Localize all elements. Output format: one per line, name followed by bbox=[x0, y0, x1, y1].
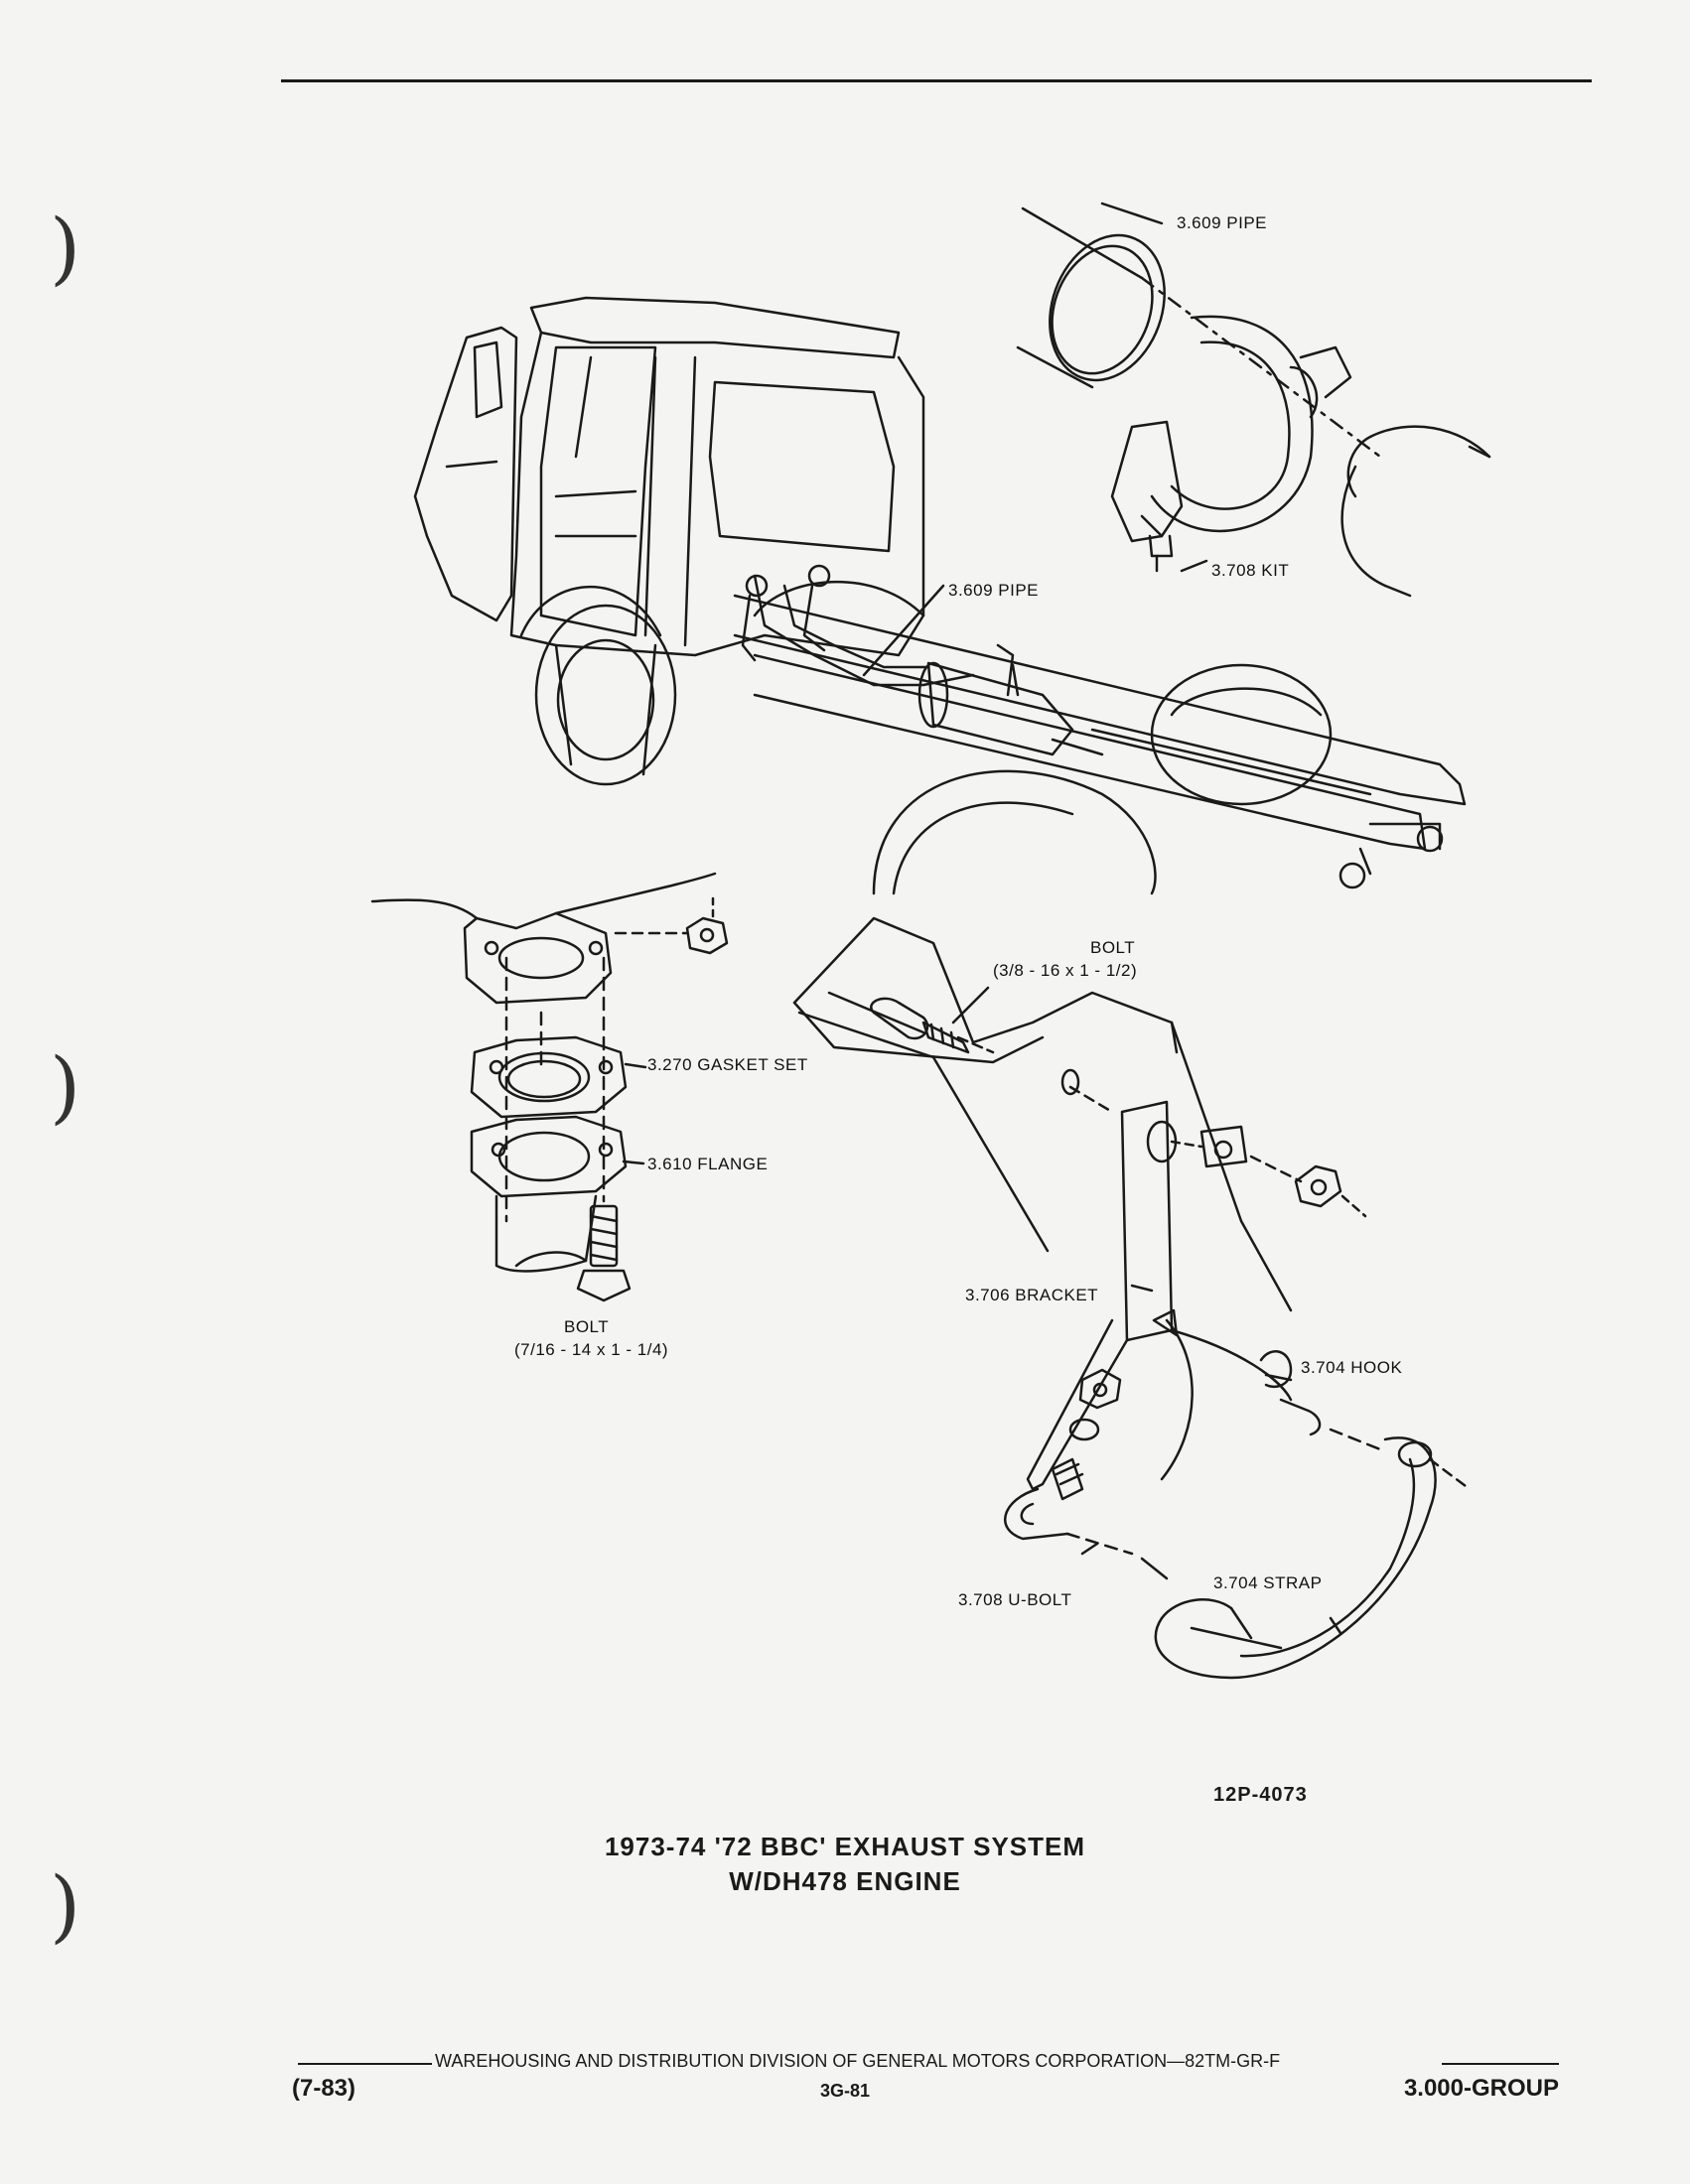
label-bolt-right-title: BOLT bbox=[1090, 938, 1136, 957]
caption-line-1: 1973-74 '72 BBC' EXHAUST SYSTEM bbox=[604, 1832, 1086, 1861]
footer-rule-left bbox=[298, 2063, 432, 2065]
label-kit: 3.708 KIT bbox=[1211, 561, 1290, 580]
gasket-flange-drawing bbox=[370, 872, 729, 1302]
label-ubolt: 3.708 U-BOLT bbox=[958, 1590, 1072, 1609]
footer-revision-date: (7-83) bbox=[292, 2075, 356, 2102]
label-flange: 3.610 FLANGE bbox=[647, 1155, 769, 1173]
label-gasket-set: 3.270 GASKET SET bbox=[647, 1055, 808, 1074]
binder-hole-mark-3: ) bbox=[50, 1859, 81, 1952]
label-bolt-right-size: (3/8 - 16 x 1 - 1/2) bbox=[993, 961, 1138, 980]
clamp-kit-drawing bbox=[1016, 202, 1491, 598]
bracket-strap-drawing bbox=[792, 916, 1472, 1680]
binder-hole-mark-1: ) bbox=[50, 202, 81, 294]
label-bolt-left-size: (7/16 - 14 x 1 - 1/4) bbox=[514, 1340, 669, 1359]
footer-group-number: 3.000-GROUP bbox=[1403, 2075, 1559, 2102]
footer-rule-right bbox=[1442, 2063, 1559, 2065]
label-strap: 3.704 STRAP bbox=[1213, 1573, 1323, 1592]
label-pipe-mid: 3.609 PIPE bbox=[948, 581, 1040, 600]
label-bolt-left-title: BOLT bbox=[564, 1317, 610, 1336]
caption-line-2: W/DH478 ENGINE bbox=[729, 1866, 961, 1896]
label-bracket: 3.706 BRACKET bbox=[965, 1286, 1099, 1304]
footer-page-number: 3G-81 bbox=[819, 2081, 871, 2101]
top-rule bbox=[281, 79, 1592, 82]
label-pipe-top: 3.609 PIPE bbox=[1177, 213, 1268, 232]
figure-reference-number: 12P-4073 bbox=[1213, 1784, 1308, 1806]
footer-division-text: WAREHOUSING AND DISTRIBUTION DIVISION OF… bbox=[435, 2051, 1281, 2071]
binder-hole-mark-2: ) bbox=[50, 1040, 81, 1133]
label-hook: 3.704 HOOK bbox=[1301, 1358, 1403, 1377]
truck-cab-chassis-drawing bbox=[413, 296, 1467, 895]
